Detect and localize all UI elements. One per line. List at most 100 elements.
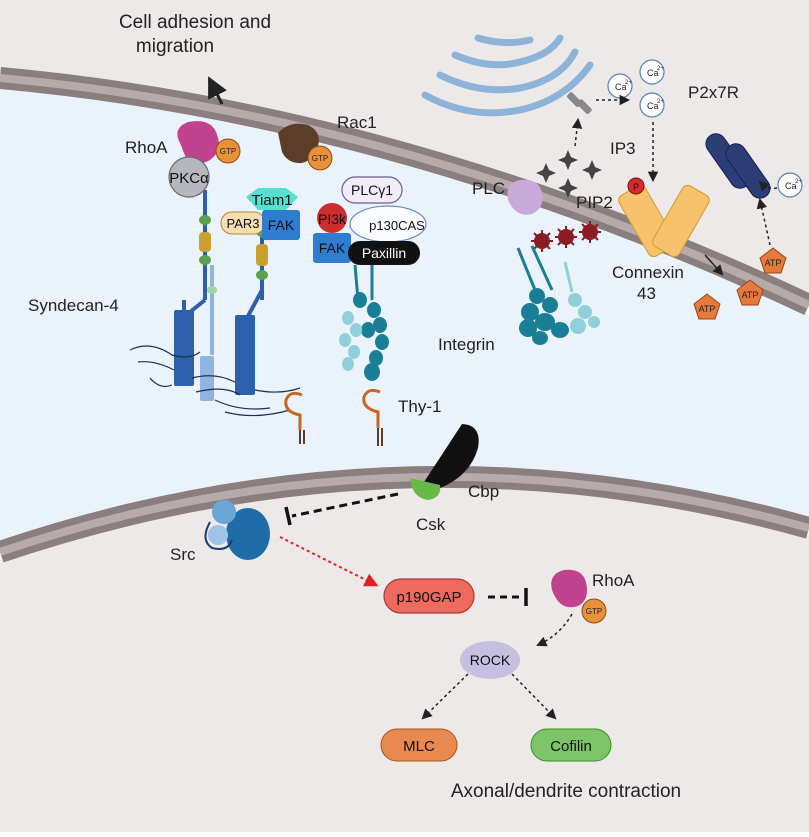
gtp-badge-rhoa-bottom: [581, 598, 607, 624]
atp-molecule-3: ATP: [693, 293, 721, 320]
calcium-ion-2: Ca 2+: [639, 59, 665, 85]
cbp-protein: [424, 424, 479, 488]
atp-to-p2x7r-arrow: [756, 197, 771, 246]
svg-text:Paxillin: Paxillin: [362, 245, 406, 261]
svg-text:P: P: [633, 182, 639, 192]
atp-release-arrow: [704, 254, 724, 276]
pip2-label: PIP2: [576, 193, 613, 212]
rock-node: ROCK: [460, 641, 520, 679]
svg-text:GTP: GTP: [586, 607, 602, 616]
svg-text:p130CAS: p130CAS: [369, 218, 425, 233]
rac1-protein: GTP: [278, 123, 333, 171]
syndecan-4-label: Syndecan-4: [28, 296, 119, 315]
svg-text:ATP: ATP: [699, 304, 716, 314]
svg-text:GTP: GTP: [220, 147, 236, 156]
svg-text:ROCK: ROCK: [470, 652, 511, 668]
svg-text:PAR3: PAR3: [227, 216, 260, 231]
gtp-badge-rac1: [307, 145, 333, 171]
svg-text:Cofilin: Cofilin: [550, 738, 592, 755]
ip3-label: IP3: [610, 139, 636, 158]
svg-text:FAK: FAK: [319, 240, 346, 256]
svg-text:PLCγ1: PLCγ1: [351, 182, 393, 198]
svg-text:MLC: MLC: [403, 738, 435, 755]
rock-to-cofilin-arrow: [511, 673, 557, 720]
adhesion-arrow: [208, 76, 227, 105]
svg-text:FAK: FAK: [268, 217, 295, 233]
integrin-right: [516, 245, 600, 345]
syndecan-4-left: [174, 190, 217, 401]
fak-protein-integrin: FAK: [313, 233, 351, 263]
gtp-badge-rhoa-top: [215, 138, 241, 164]
thy-1-left: [284, 391, 305, 444]
svg-text:Ca: Ca: [615, 82, 627, 92]
ip3-to-receptor-arrow: [571, 117, 583, 147]
svg-text:Ca: Ca: [647, 101, 659, 111]
csk-protein: [410, 478, 441, 500]
csk-label: Csk: [416, 515, 446, 534]
pkca-protein: PKCα: [168, 156, 210, 198]
rhoa-top-label: RhoA: [125, 138, 168, 157]
axonal-contraction-label: Axonal/dendrite contraction: [451, 781, 681, 802]
integrin-label: Integrin: [438, 335, 495, 354]
svg-text:p190GAP: p190GAP: [396, 589, 461, 606]
ip3-receptor-channel: [567, 92, 592, 114]
syndecan-4-right: [235, 215, 268, 395]
p190gap-inhibits-rhoa: [488, 588, 528, 606]
mlc-node: MLC: [380, 728, 458, 762]
top-cell-cytoplasm: [0, 0, 809, 300]
bottom-cell-cytoplasm: [0, 485, 809, 832]
connexin-43-channel: P: [618, 177, 710, 258]
src-protein: [204, 500, 270, 560]
svg-text:2+: 2+: [625, 80, 632, 86]
ca-into-p2x7r-arrow: [758, 180, 778, 192]
atp-molecule-2: ATP: [736, 279, 764, 306]
connexin-label-line2: 43: [637, 284, 656, 303]
rhoa-protein-top: GTP: [177, 121, 241, 164]
rock-to-mlc-arrow: [421, 673, 469, 720]
svg-text:ATP: ATP: [765, 258, 782, 268]
p130cas-protein: p130CAS: [349, 205, 427, 243]
p190gap-node: p190GAP: [383, 578, 475, 614]
svg-text:2+: 2+: [657, 99, 664, 105]
ip3-molecules: [536, 150, 602, 198]
thy-1-label: Thy-1: [398, 397, 441, 416]
par3-protein: PAR3: [220, 211, 266, 235]
cbp-label: Cbp: [468, 482, 499, 501]
csk-inhibits-src: [284, 492, 399, 526]
tiam1-protein: Tiam1: [246, 188, 298, 210]
svg-text:Ca: Ca: [785, 181, 797, 191]
rac1-label: Rac1: [337, 113, 377, 132]
thy-1-right: [362, 388, 383, 446]
svg-text:Ca: Ca: [647, 68, 659, 78]
svg-text:GTP: GTP: [312, 154, 328, 163]
calcium-ion-3: Ca 2+: [639, 92, 665, 118]
svg-text:Tiam1: Tiam1: [251, 192, 292, 209]
cofilin-node: Cofilin: [530, 728, 612, 762]
paxillin-protein: Paxillin: [348, 241, 420, 265]
svg-text:ATP: ATP: [742, 290, 759, 300]
endoplasmic-reticulum: [421, 34, 594, 117]
pip2-spikes: [531, 221, 601, 252]
plc-label: PLC: [472, 179, 505, 198]
p2x7r-label: P2x7R: [688, 83, 739, 102]
fak-protein-syndecan: FAK: [262, 210, 300, 240]
cell-adhesion-label-line2: migration: [136, 36, 214, 57]
cell-adhesion-label-line1: Cell adhesion and: [119, 12, 271, 33]
extracellular-space: [0, 85, 809, 545]
calcium-ion-1: Ca 2+: [607, 73, 633, 99]
svg-text:2+: 2+: [795, 179, 802, 185]
rhoa-bottom-label: RhoA: [592, 571, 635, 590]
integrin-left: [339, 264, 389, 381]
src-label: Src: [170, 545, 196, 564]
plc-protein: [507, 179, 543, 215]
phospho-marker: [627, 177, 645, 195]
connexin-label-line1: Connexin: [612, 263, 684, 282]
svg-text:PI3k: PI3k: [318, 211, 347, 227]
syndecan-gag-chains: [129, 345, 301, 417]
plcg1-protein: PLCγ1: [341, 176, 403, 204]
rhoa-protein-bottom: GTP: [551, 569, 607, 624]
pi3k-protein: PI3k: [317, 203, 347, 233]
calcium-ion-4: Ca 2+: [777, 172, 803, 198]
